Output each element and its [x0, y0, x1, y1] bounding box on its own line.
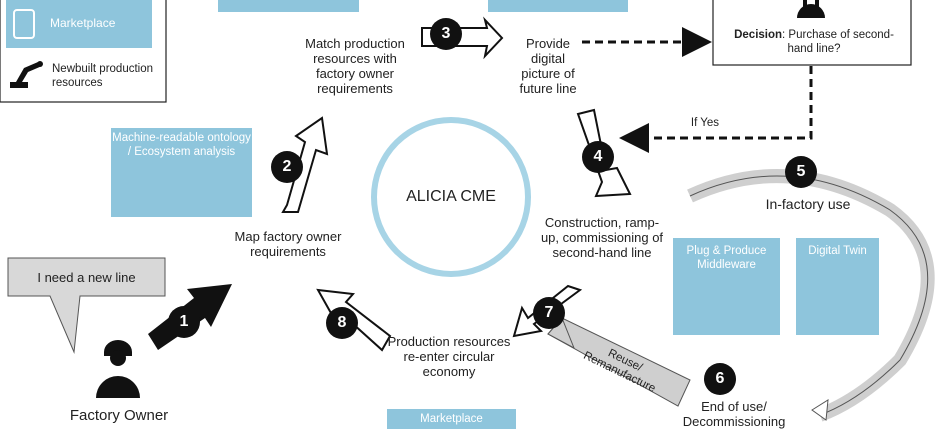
label-map: Map factory owner requirements — [234, 229, 342, 259]
label-if-yes: If Yes — [690, 117, 720, 129]
top-box-right — [488, 0, 628, 12]
legend-marketplace-swatch — [6, 0, 152, 48]
step-badge-8: 8 — [326, 307, 358, 339]
label-provide: Provide digital picture of future line — [519, 36, 577, 96]
tablet-cart-icon — [13, 9, 35, 39]
legend-newbuilt-label: Newbuilt production resources — [52, 63, 154, 89]
grey-arc-outline — [689, 175, 929, 416]
step-badge-1: 1 — [168, 306, 200, 338]
step-badge-5: 5 — [785, 156, 817, 188]
label-production-reenter: Production resources re-enter circular e… — [387, 334, 511, 379]
person-icon — [797, 0, 825, 18]
robot-arm-icon — [10, 61, 43, 88]
factory-owner-label: Factory Owner — [69, 407, 169, 424]
decision-bold: Decision — [734, 29, 783, 41]
dashed-arrow-if-yes — [619, 66, 813, 153]
step-badge-6: 6 — [704, 363, 736, 395]
label-match: Match production resources with factory … — [305, 36, 405, 96]
ontology-label: Machine-readable ontology / Ecosystem an… — [112, 132, 251, 158]
label-in-factory: In-factory use — [765, 196, 851, 212]
step-badge-3: 3 — [430, 18, 462, 50]
decision-question: : Purchase of second-hand line? — [782, 29, 894, 55]
marketplace-bottom-label: Marketplace — [420, 413, 483, 425]
step-badge-7: 7 — [533, 297, 565, 329]
factory-owner-icon — [96, 340, 140, 398]
speech-text: I need a new line — [37, 270, 136, 285]
digital-twin-label: Digital Twin — [808, 245, 867, 257]
legend-marketplace-label: Marketplace — [50, 16, 116, 30]
digital-twin-box: Digital Twin — [796, 238, 879, 335]
label-construction: Construction, ramp-up, commissioning of … — [540, 215, 664, 260]
label-end-of-use: End of use/ Decommissioning — [682, 399, 786, 429]
plug-produce-label: Plug & Produce Middleware — [686, 245, 767, 271]
top-box-left — [218, 0, 359, 12]
step-badge-4: 4 — [582, 141, 614, 173]
grey-arc-arrowhead — [811, 399, 829, 421]
arrow-step-4 — [576, 108, 632, 198]
arrow-step-2 — [281, 116, 329, 213]
center-circle — [371, 117, 531, 277]
decision-text: Decision: Purchase of second-hand line? — [724, 28, 904, 56]
plug-produce-box: Plug & Produce Middleware — [673, 238, 780, 335]
marketplace-bottom-box: Marketplace — [387, 409, 516, 429]
center-label: ALICIA CME — [406, 188, 496, 205]
speech-bubble — [7, 257, 166, 354]
step-badge-2: 2 — [271, 151, 303, 183]
ontology-box: Machine-readable ontology / Ecosystem an… — [111, 128, 252, 217]
